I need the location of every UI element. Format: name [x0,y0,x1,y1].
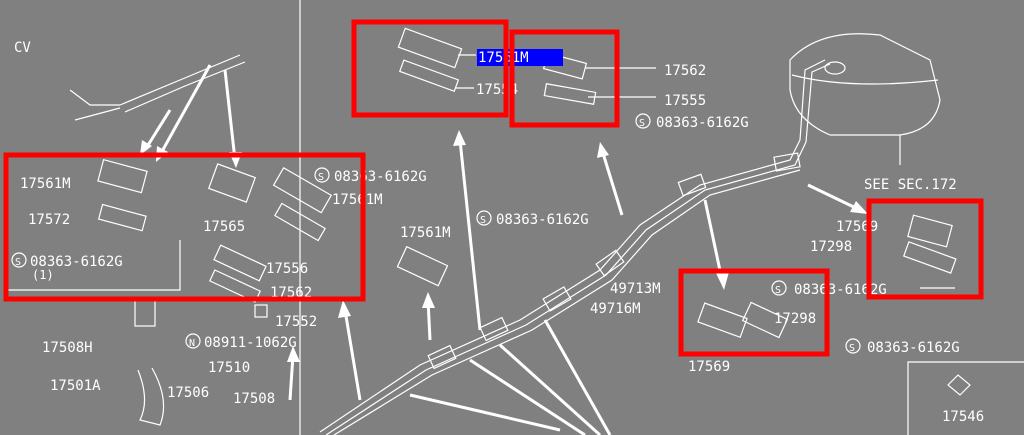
part-label: 17572 [28,212,70,228]
part-label: 17506 [167,385,209,401]
part-label: 08363-6162G [656,115,749,131]
red-box-top-left [351,19,509,118]
part-label: 17556 [266,261,308,277]
part-label: 17565 [203,219,245,235]
part-label: 49716M [590,301,641,317]
fuel-tank [789,33,941,165]
s-marker: S [639,118,645,129]
red-box-top-right [509,29,620,128]
quantity-label: (1) [32,268,54,282]
pipe-clamps [427,152,801,370]
part-label: 17561M [332,192,383,208]
s-marker-icon [845,338,861,354]
s-marker-icon [11,252,27,268]
s-marker-icon [635,113,651,129]
part-label: 17501A [50,378,101,394]
red-box-left [3,152,366,302]
part-label: 08363-6162G [794,282,887,298]
part-label: 17555 [664,93,706,109]
s-marker: S [15,257,21,268]
red-box-right [866,198,984,300]
part-label: 08363-6162G [334,169,427,185]
part-label: 17561M [20,176,71,192]
s-marker-icon [314,167,330,183]
part-labels: CV 17561M 17572 17565 S 08363-6162G 1756… [11,40,984,425]
s-marker: S [849,343,855,354]
text-highlight [477,49,563,66]
part-label: 17510 [208,360,250,376]
part-label: 17508H [42,340,93,356]
part-label: 08363-6162G [496,212,589,228]
n-marker-icon [185,333,201,349]
part-label: 17569 [688,359,730,375]
part-label: 17562 [664,63,706,79]
s-marker: S [775,285,781,296]
inset-frame [907,361,1024,435]
s-marker: S [480,215,486,226]
part-label: 08363-6162G [30,254,123,270]
part-label: 17546 [942,409,984,425]
part-label: 17508 [233,391,275,407]
s-marker-icon [771,280,787,296]
part-label: 49713M [610,281,661,297]
cv-harness [69,54,246,121]
part-label: 17298 [774,311,816,327]
n-marker: N [189,338,195,349]
s-marker-icon [476,210,492,226]
highlight-boxes [3,19,984,357]
s-marker: S [318,172,324,183]
part-label: 17561M [400,225,451,241]
part-label: 17298 [810,239,852,255]
part-label-highlighted[interactable]: 17561M [478,50,529,66]
part-label: 08911-1062G [204,335,297,351]
red-box-bottom-center [678,268,830,357]
part-label: 17569 [836,219,878,235]
label-cv: CV [14,40,31,56]
see-section-label: SEE SEC.172 [864,177,957,193]
part-label: 08363-6162G [867,340,960,356]
part-label: 17552 [275,314,317,330]
pointer-arrows [140,64,868,435]
group-frame [6,240,181,291]
